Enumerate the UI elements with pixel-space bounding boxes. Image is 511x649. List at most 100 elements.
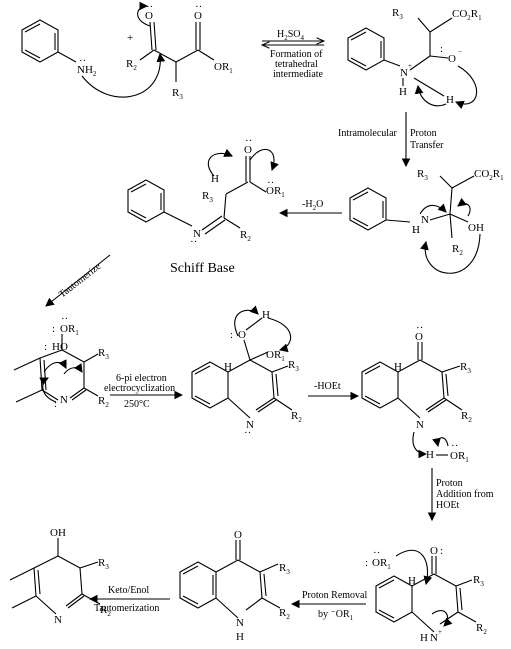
n-h: H	[412, 224, 420, 236]
arrow-1-label-3: intermediate	[273, 69, 324, 80]
r3-label: R3	[417, 168, 428, 182]
co2r1-label: CO2R1	[474, 168, 504, 182]
lone-pair: ··	[416, 322, 423, 334]
or1-label: OR1	[266, 349, 285, 363]
ketoester-structure: + O ·· O ·· OR1 R2 R3	[81, 1, 233, 101]
ho-label: HO	[52, 341, 68, 353]
ketone-o: O	[415, 331, 423, 343]
aniline-structure: NH2 ··	[21, 19, 97, 78]
hor-h: H	[426, 449, 434, 461]
tetrahedral-intermediate: N + H R3 CO2R1 O − : H	[347, 7, 482, 110]
lone-pair: ··	[267, 177, 274, 189]
h-label: H	[211, 173, 219, 185]
n-label: N	[54, 614, 62, 626]
r2-label: R2	[100, 604, 111, 618]
arrow-2-label-1: Intramolecular	[338, 128, 398, 139]
n-h: H	[236, 631, 244, 643]
r3-label: R3	[279, 562, 290, 576]
hor-or1: OR1	[450, 450, 469, 464]
r2-label: R2	[240, 229, 251, 243]
n-plus: N	[430, 632, 438, 644]
plus-sign: +	[127, 32, 133, 44]
oh-label: OH	[50, 527, 66, 539]
lone-pair: ··	[195, 1, 202, 13]
r3-label: R3	[473, 574, 484, 588]
arrow-9-label-1: Keto/Enol	[108, 585, 149, 596]
protonated-intermediate: N H ·· R3 CO2R1 OH R2	[349, 168, 504, 274]
arrow-9-keto-enol: Keto/Enol Tautomerization	[88, 585, 170, 614]
arrow-7-label-2: Addition from	[436, 489, 494, 500]
arrow-6-lose-ethanol: -HOEt	[308, 381, 360, 401]
lone-pair: ··	[451, 440, 458, 452]
r3-label: R3	[202, 190, 213, 204]
arrow-3-dehydration: -H2O	[278, 199, 342, 218]
arrow-7-proton-addition: Proton Addition from HOEt	[427, 468, 494, 522]
r3-label: R3	[288, 359, 299, 373]
arrow-2-proton-transfer: Intramolecular Proton Transfer	[338, 112, 444, 168]
r3-label: R3	[392, 7, 403, 21]
arrow-7-label-3: HOEt	[436, 500, 460, 511]
ester-oxygen: O	[194, 10, 202, 22]
lone-pair: :	[440, 545, 443, 557]
lone-pair: ··	[413, 227, 420, 239]
lone-pair: ··	[79, 55, 86, 67]
r2-label: R2	[452, 243, 463, 257]
lone-pair: ··	[373, 547, 380, 559]
r3-label: R3	[98, 347, 109, 361]
arrow-2-label-3: Transfer	[410, 140, 444, 151]
lone-pair: :	[230, 329, 233, 341]
lone-pair: :	[54, 398, 57, 410]
n-label: N	[421, 214, 429, 226]
arrow-5-label-3: 250°C	[124, 399, 150, 410]
r2-label: R2	[476, 622, 487, 636]
n-h: H	[399, 86, 407, 98]
or1-minus: OR1	[372, 557, 391, 571]
arrow-4-tautomerize: Tautomerize	[45, 254, 111, 307]
arrow-2-label-2: Proton	[410, 128, 437, 139]
or1-label: OR1	[266, 185, 285, 199]
arrow-1-equilibrium: H2SO4 Formation of tetrahedral intermedi…	[262, 29, 324, 80]
keto-oxygen: O	[145, 10, 153, 22]
n-label: N	[60, 394, 68, 406]
minus-water: -H2O	[302, 199, 323, 212]
ketone-o: O	[430, 545, 438, 557]
reagent-h2so4: H2SO4	[277, 29, 305, 42]
ring-h: H	[394, 361, 402, 373]
n-plus: N	[400, 67, 408, 79]
arrow-8-label-1: Proton Removal	[302, 590, 367, 601]
minus-hoet: -HOEt	[314, 381, 341, 392]
n-label: N	[416, 419, 424, 431]
ester-or1: OR1	[214, 61, 233, 75]
ring-h: H	[224, 361, 232, 373]
lone-pair: ··	[244, 427, 251, 439]
lone-pair: :	[440, 43, 443, 55]
proton-h: H	[446, 94, 454, 106]
arrow-7-label-1: Proton	[436, 478, 463, 489]
co2r1-label: CO2R1	[452, 8, 482, 22]
n-label: N	[193, 228, 201, 240]
arrow-8-label-2: by ⁻OR1	[318, 609, 354, 622]
r3-label: R3	[460, 361, 471, 375]
oh-label: OH	[468, 222, 484, 234]
lone-pair: :	[44, 341, 47, 353]
schiff-base-caption: Schiff Base	[170, 261, 235, 276]
arrow-5-label-1: 6-pi electron	[116, 373, 167, 384]
ketone-intermediate: O ·· H N R3 R2 H OR1 ··	[361, 322, 472, 464]
lone-pair: ··	[245, 135, 252, 147]
h-label: H	[262, 309, 270, 321]
r2-label: R2	[279, 607, 290, 621]
or1-label: OR1	[60, 323, 79, 337]
r3-label: R3	[172, 87, 183, 101]
lone-pair: :	[365, 557, 368, 569]
arrow-1-label-1: Formation of	[270, 49, 323, 60]
hemiketal-intermediate: H N ·· R2 R3 O : OR1 H	[191, 305, 302, 439]
o-label: O	[238, 329, 246, 341]
carbonyl-o: O	[244, 144, 252, 156]
ring-h: H	[408, 575, 416, 587]
lone-pair: ··	[190, 236, 197, 248]
r2-label: R2	[461, 410, 472, 424]
r3-label: R3	[98, 557, 109, 571]
quinolone-structure: O N H R3 R2	[179, 529, 290, 643]
